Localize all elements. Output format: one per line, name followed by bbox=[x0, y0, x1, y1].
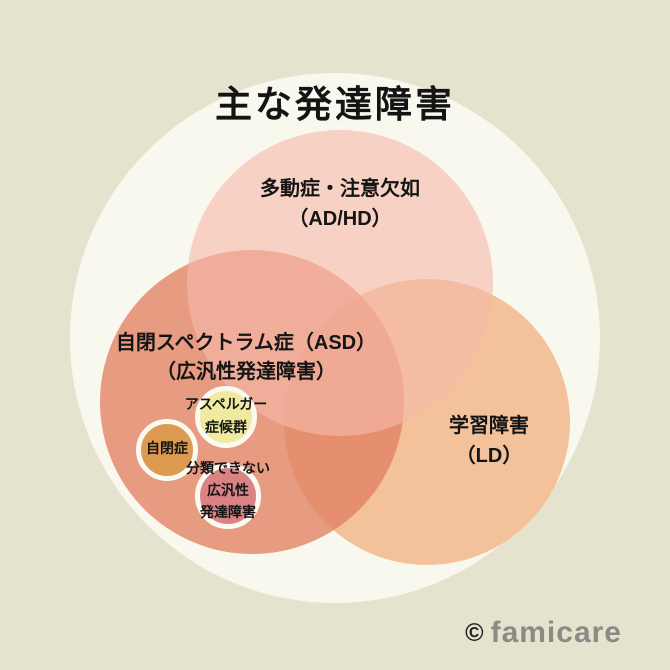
pdd-nos-label-line1: 分類できない bbox=[186, 460, 270, 476]
adhd-label-line2: （AD/HD） bbox=[288, 208, 392, 230]
adhd-label: 多動症・注意欠如 （AD/HD） bbox=[260, 174, 420, 234]
asd-label: 自閉スペクトラム症（ASD） （広汎性発達障害） bbox=[116, 329, 376, 387]
pdd-nos-label: 分類できない 広汎性 発達障害 bbox=[186, 457, 270, 523]
adhd-label-line1: 多動症・注意欠如 bbox=[260, 178, 420, 200]
asperger-label: アスペルガー 症候群 bbox=[185, 393, 268, 439]
pdd-nos-label-line3: 発達障害 bbox=[200, 504, 256, 520]
autism-sub-circle bbox=[136, 419, 198, 481]
adhd-venn-circle bbox=[187, 130, 493, 436]
ld-label: 学習障害 （LD） bbox=[449, 411, 529, 471]
asd-label-line2: （広汎性発達障害） bbox=[155, 361, 336, 383]
brand-footer: © famicare bbox=[465, 618, 622, 648]
ld-label-line1: 学習障害 bbox=[449, 415, 529, 437]
asd-label-line1: 自閉スペクトラム症（ASD） bbox=[115, 332, 377, 354]
asperger-label-line1: アスペルガー bbox=[184, 396, 268, 412]
asperger-sub-circle bbox=[195, 386, 257, 448]
pdd-nos-label-line2: 広汎性 bbox=[207, 482, 249, 498]
copyright-icon: © bbox=[465, 618, 484, 647]
ld-label-line2: （LD） bbox=[455, 445, 523, 467]
page-title: 主な発達障害 bbox=[215, 84, 455, 125]
pdd-nos-sub-circle bbox=[195, 463, 261, 529]
brand-name: famicare bbox=[490, 616, 622, 649]
asperger-label-line2: 症候群 bbox=[204, 419, 247, 435]
autism-label: 自閉症 bbox=[146, 440, 188, 456]
